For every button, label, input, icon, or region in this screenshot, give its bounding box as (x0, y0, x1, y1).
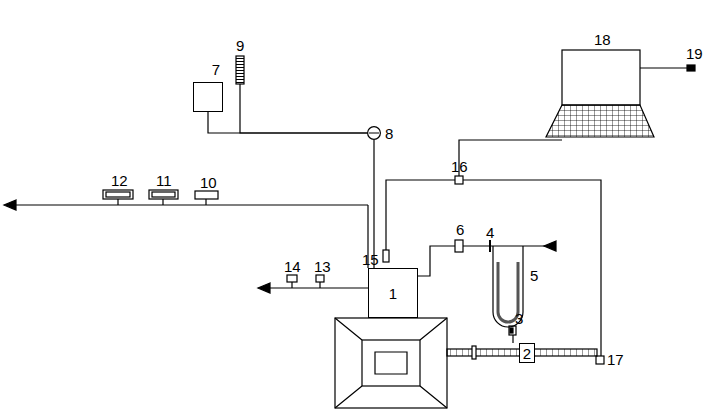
analyzer-display (106, 192, 130, 197)
furnace (335, 318, 447, 408)
furnace-core (362, 340, 420, 386)
outlet-line (262, 287, 368, 288)
speed-sensor (596, 356, 604, 364)
arrowhead (4, 200, 16, 210)
sensor (316, 275, 324, 282)
circle-outline (367, 126, 381, 140)
motor-controller (509, 326, 516, 335)
computer-keyboard (546, 105, 654, 137)
analyzer (103, 190, 133, 199)
control-box: 7 (193, 82, 223, 112)
callout-number: 15 (362, 252, 379, 267)
callout-number: 1 (389, 286, 397, 301)
gas-line (8, 204, 368, 205)
u-tube (493, 246, 523, 327)
callout-number: 4 (486, 225, 494, 240)
callout-number: 8 (385, 126, 393, 141)
callout-number: 9 (236, 38, 244, 53)
analyzer-display (152, 192, 175, 197)
valve (489, 240, 491, 252)
callout-number: 18 (594, 32, 611, 47)
valve-circle: 8 (367, 126, 381, 140)
callout-number: 19 (686, 46, 703, 61)
callout-number: 3 (515, 311, 523, 326)
motor-box: 2 (519, 343, 535, 363)
arrowhead (258, 283, 270, 293)
reactor-box: 1 (368, 268, 418, 318)
pipe-connector (373, 140, 374, 268)
callout-number: 5 (530, 268, 538, 283)
callout-number: 7 (212, 62, 220, 77)
callout-number: 10 (200, 175, 217, 190)
signal-converter (455, 176, 463, 184)
callout-number: 6 (456, 222, 464, 237)
callout-number: 16 (451, 159, 468, 174)
callout-number: 11 (156, 173, 172, 188)
plug (687, 65, 695, 71)
computer-screen (562, 50, 640, 105)
arrowhead (544, 241, 556, 251)
callout-number: 13 (314, 259, 331, 274)
callout-number: 12 (111, 173, 128, 188)
flow-meter (455, 240, 463, 252)
sensor (195, 191, 218, 199)
analyzer (149, 190, 178, 199)
callout-number: 14 (284, 259, 301, 274)
pressure-gauge (236, 56, 244, 84)
thermocouple (383, 250, 389, 262)
callout-number: 2 (523, 346, 531, 361)
sensor (287, 275, 297, 282)
pipe-connector (208, 112, 367, 133)
callout-number: 17 (607, 352, 624, 367)
